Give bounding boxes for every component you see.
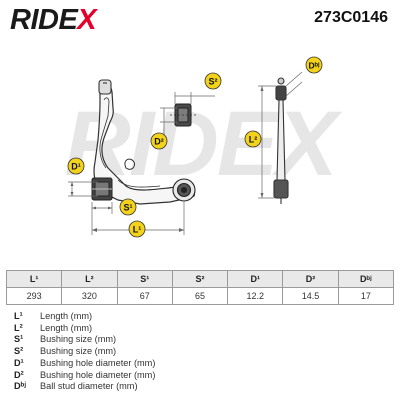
legend-text: Length (mm)	[40, 311, 93, 321]
legend-text: Bushing size (mm)	[40, 346, 117, 357]
legend-code: D²	[14, 369, 24, 380]
header: RIDEX 273C0146	[0, 0, 400, 40]
spec-header-row: L¹ L² S¹ S² D¹ D² Dᵇʲ	[5, 270, 395, 288]
svg-text:S²: S²	[209, 77, 218, 87]
spec-table: L¹ L² S¹ S² D¹ D² Dᵇʲ 293 320 67 65 12.2…	[5, 270, 395, 305]
svg-text:D²: D²	[154, 137, 164, 147]
legend-text: Bushing hole diameter (mm)	[40, 369, 156, 380]
legend-item: S² Bushing size (mm)	[14, 346, 155, 358]
spec-value-cell: 67	[116, 287, 173, 305]
badge-l1: L¹	[128, 220, 146, 238]
spec-value-cell: 17	[337, 287, 395, 305]
spec-header-cell: S¹	[116, 270, 173, 288]
svg-text:D¹: D¹	[71, 162, 81, 172]
legend-item: D¹ Bushing hole diameter (mm)	[14, 358, 155, 370]
legend-code: Dᵇʲ	[14, 381, 27, 392]
spec-header-cell: L²	[61, 270, 118, 288]
badge-s2: S²	[204, 72, 222, 90]
ball-joint	[172, 178, 196, 202]
top-joint	[98, 79, 112, 95]
legend-text: Length (mm)	[40, 322, 93, 333]
legend-code: S¹	[14, 334, 24, 345]
spec-value-cell: 12.2	[227, 287, 284, 305]
legend-code: S²	[14, 346, 24, 357]
brand-logo: RIDEX	[10, 4, 97, 36]
spec-header-cell: Dᵇʲ	[337, 270, 395, 288]
badge-l2: L²	[244, 130, 262, 148]
spec-value-cell: 293	[5, 287, 63, 305]
legend-item: L² Length (mm)	[14, 323, 155, 335]
legend-code: D¹	[14, 357, 24, 368]
side-view	[273, 77, 289, 204]
svg-text:Dᵇʲ: Dᵇʲ	[308, 61, 319, 71]
badge-d2: D²	[150, 132, 168, 150]
legend-code: L¹	[14, 311, 23, 321]
legend-item: Dᵇʲ Ball stud diameter (mm)	[14, 381, 155, 393]
svg-text:L²: L²	[249, 135, 258, 145]
badge-dbj: Dᵇʲ	[305, 56, 323, 74]
spec-header-cell: D¹	[227, 270, 284, 288]
legend-text: Bushing hole diameter (mm)	[40, 357, 156, 368]
bushing-d1	[91, 177, 113, 201]
badge-d1: D¹	[67, 157, 85, 175]
technical-drawing: RIDEX	[64, 56, 344, 238]
svg-text:S¹: S¹	[124, 203, 133, 213]
arm-loop	[124, 158, 135, 170]
spec-value-row: 293 320 67 65 12.2 14.5 17	[5, 287, 395, 305]
spec-header-cell: S²	[171, 270, 229, 288]
spec-header-cell: L¹	[5, 270, 63, 288]
legend-text: Ball stud diameter (mm)	[40, 381, 138, 392]
legend-item: S¹ Bushing size (mm)	[14, 334, 155, 346]
legend: L¹ Length (mm) L² Length (mm) S¹ Bushing…	[14, 311, 155, 393]
legend-item: L¹ Length (mm)	[14, 311, 155, 323]
legend-item: D² Bushing hole diameter (mm)	[14, 370, 155, 382]
part-number: 273C0146	[314, 9, 388, 26]
bushing-d2	[170, 103, 196, 127]
dimension-arrows	[70, 86, 264, 232]
legend-text: Bushing size (mm)	[40, 334, 117, 345]
spec-header-cell: D²	[282, 270, 339, 288]
spec-value-cell: 14.5	[282, 287, 339, 305]
spec-value-cell: 65	[171, 287, 229, 305]
svg-text:L¹: L¹	[133, 225, 142, 235]
badge-s1: S¹	[119, 198, 137, 216]
legend-code: L²	[14, 322, 23, 333]
spec-value-cell: 320	[61, 287, 118, 305]
